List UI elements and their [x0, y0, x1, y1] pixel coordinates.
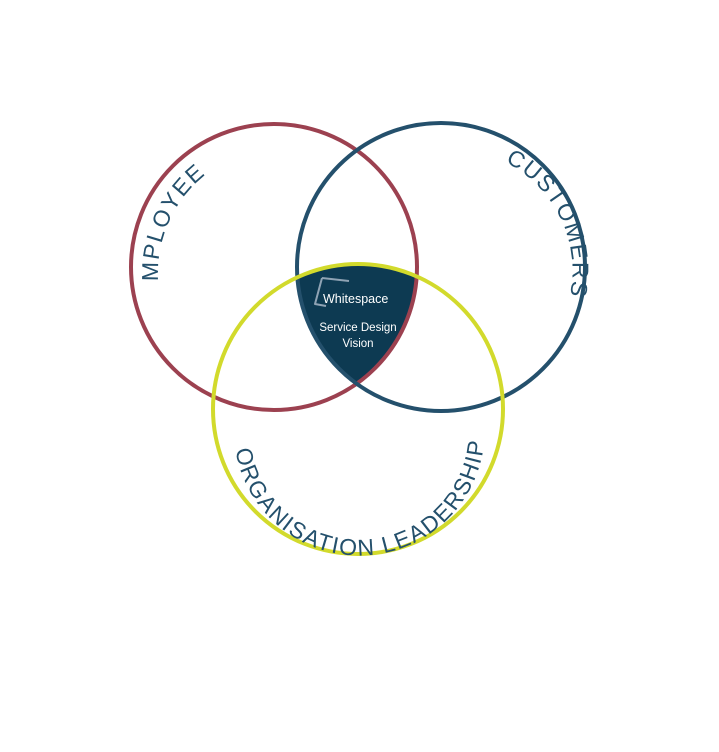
employees-circle: [129, 122, 419, 412]
customers-label: CUSTOMERS: [503, 144, 594, 300]
leadership-label: ORGANISATION LEADERSHIP: [230, 437, 489, 561]
whitespace-logo-icon: [314, 277, 350, 307]
leadership-circle: [211, 262, 505, 556]
employees-label: EMPLOYEES: [0, 0, 210, 281]
center-brand: Whitespace: [323, 292, 388, 306]
center-line-1: Service Design: [319, 322, 396, 334]
customers-circle: [295, 121, 587, 413]
center-line-2: Vision: [342, 338, 373, 350]
